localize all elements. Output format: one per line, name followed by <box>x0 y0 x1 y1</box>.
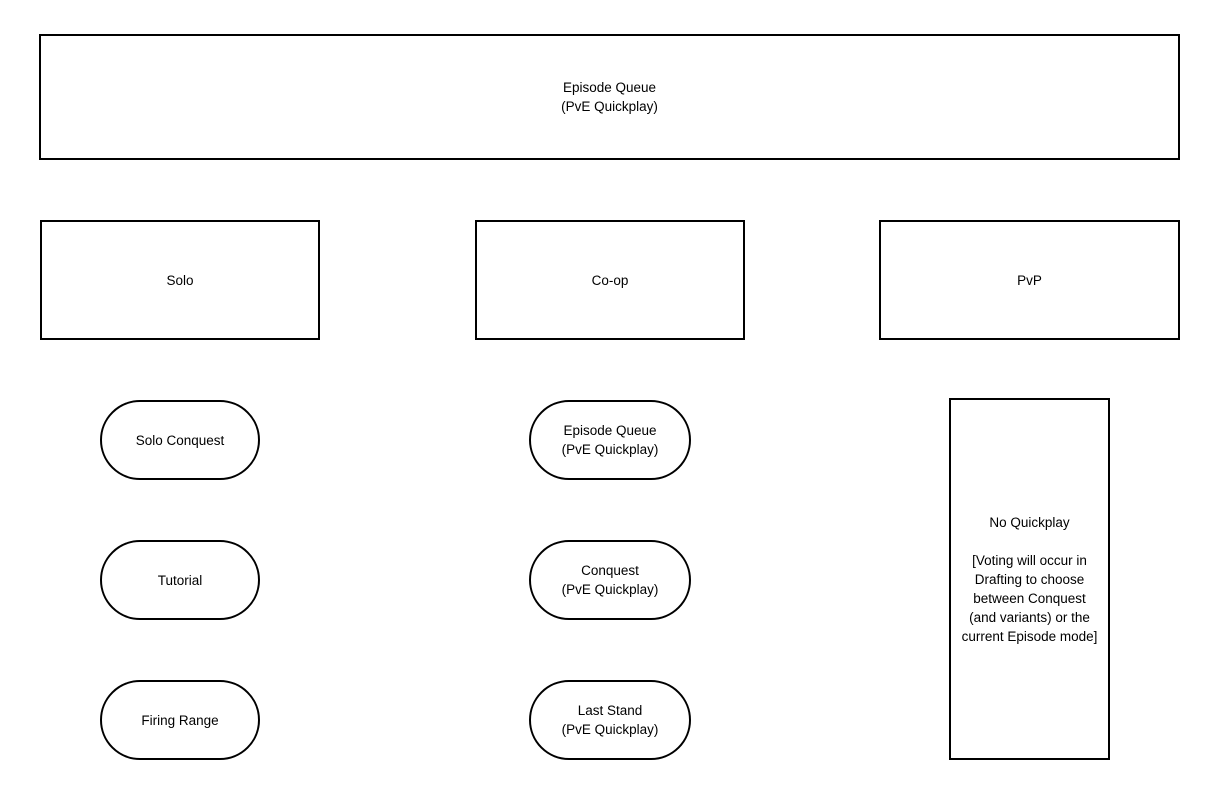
column-header-solo[interactable]: Solo <box>40 220 320 340</box>
column-header-coop-label: Co-op <box>591 272 629 288</box>
coop-node-last-stand[interactable]: Last Stand (PvE Quickplay) <box>529 680 691 760</box>
pvp-note-body: [Voting will occur in Drafting to choose… <box>961 552 1098 644</box>
banner-node-label: Episode Queue (PvE Quickplay) <box>561 80 658 114</box>
solo-node-tutorial-label: Tutorial <box>157 572 203 588</box>
solo-node-solo-conquest[interactable]: Solo Conquest <box>100 400 260 480</box>
solo-node-tutorial[interactable]: Tutorial <box>100 540 260 620</box>
column-header-pvp-label: PvP <box>1017 272 1042 288</box>
column-header-solo-label: Solo <box>166 272 194 288</box>
pvp-note-title: No Quickplay <box>989 514 1070 530</box>
solo-node-solo-conquest-label: Solo Conquest <box>135 432 225 448</box>
banner-node-episode-queue[interactable]: Episode Queue (PvE Quickplay) <box>39 34 1180 160</box>
column-header-pvp[interactable]: PvP <box>879 220 1180 340</box>
coop-node-conquest[interactable]: Conquest (PvE Quickplay) <box>529 540 691 620</box>
pvp-note-box[interactable]: No Quickplay [Voting will occur in Draft… <box>949 398 1110 760</box>
solo-node-firing-range-label: Firing Range <box>141 712 219 728</box>
coop-node-episode-queue[interactable]: Episode Queue (PvE Quickplay) <box>529 400 691 480</box>
column-header-coop[interactable]: Co-op <box>475 220 745 340</box>
solo-node-firing-range[interactable]: Firing Range <box>100 680 260 760</box>
coop-node-episode-queue-label: Episode Queue (PvE Quickplay) <box>561 423 659 457</box>
coop-node-last-stand-label: Last Stand (PvE Quickplay) <box>561 703 659 737</box>
coop-node-conquest-label: Conquest (PvE Quickplay) <box>561 563 659 597</box>
